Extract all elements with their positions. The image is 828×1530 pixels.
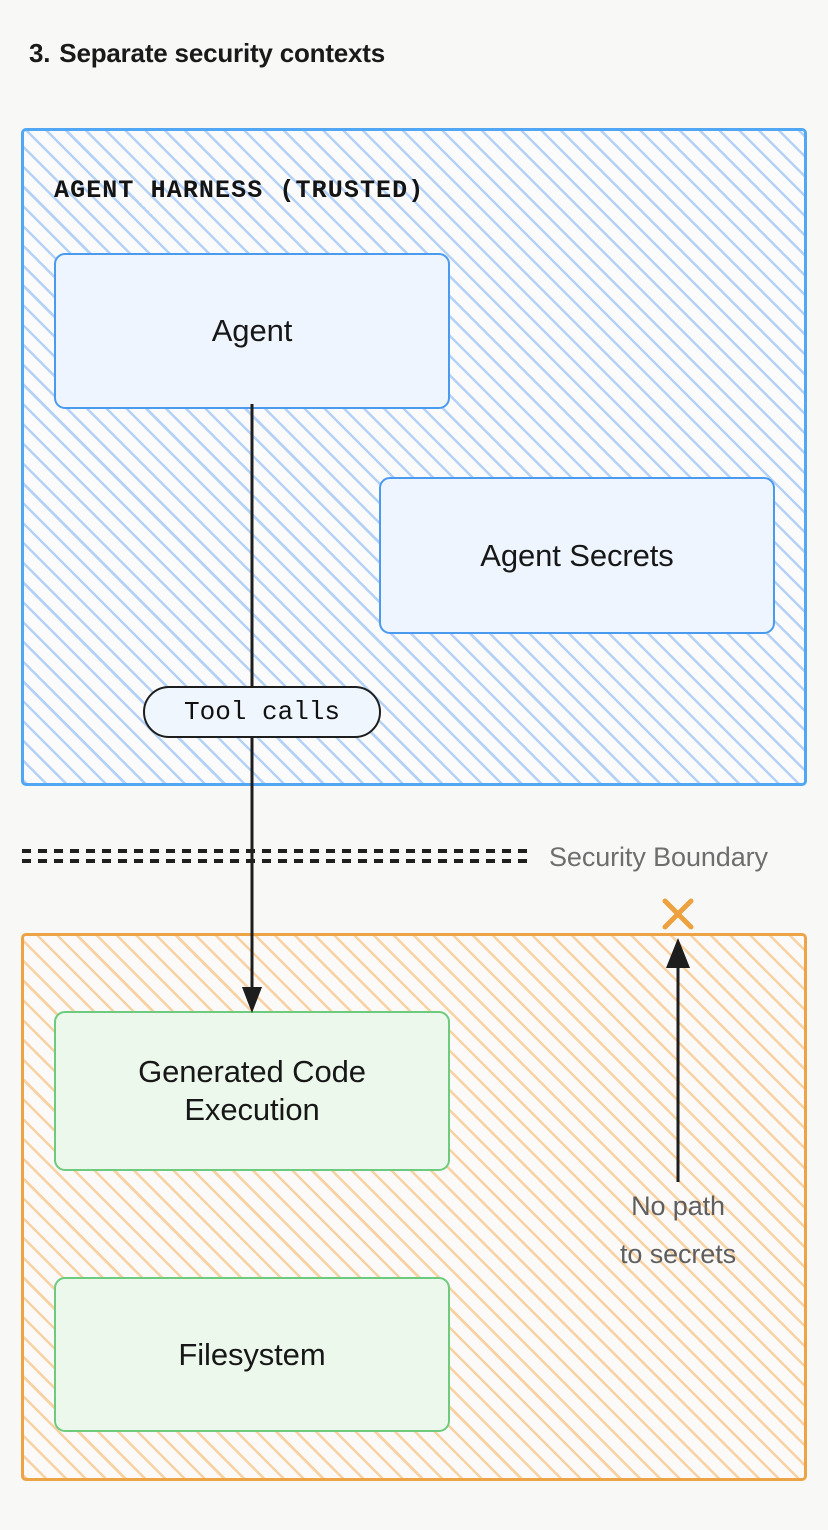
tool-calls-edge-label-text: Tool calls	[183, 697, 341, 727]
page-title: 3. Separate security contexts	[29, 38, 385, 69]
node-agent-secrets[interactable]: Agent Secrets	[379, 477, 775, 634]
no-path-edge-label: No path to secrets	[578, 1182, 778, 1278]
trusted-zone-container	[21, 128, 807, 786]
node-agent-secrets-label: Agent Secrets	[480, 537, 674, 573]
security-boundary-label: Security Boundary	[549, 842, 768, 872]
node-generated-code-line1: Generated Code	[138, 1054, 366, 1090]
no-path-arrow	[666, 938, 690, 1182]
security-boundary-divider	[22, 849, 533, 863]
node-generated-code-execution[interactable]: Generated Code Execution	[54, 1011, 450, 1171]
node-agent[interactable]: Agent	[54, 253, 450, 409]
tool-calls-edge-label: Tool calls	[143, 686, 381, 738]
node-generated-code-line2: Execution	[184, 1092, 320, 1127]
node-generated-code-label: Generated Code Execution	[138, 1053, 366, 1129]
page-title-number: 3.	[29, 38, 51, 68]
node-filesystem[interactable]: Filesystem	[54, 1277, 450, 1432]
trusted-zone-label: AGENT HARNESS (TRUSTED)	[54, 176, 425, 205]
no-path-edge-label-line2: to secrets	[619, 1239, 737, 1270]
blocked-x-icon	[662, 898, 694, 930]
page-title-text: Separate security contexts	[59, 38, 386, 68]
no-path-edge-label-line1: No path	[631, 1191, 725, 1221]
node-filesystem-label: Filesystem	[178, 1336, 326, 1372]
node-agent-label: Agent	[211, 313, 293, 349]
